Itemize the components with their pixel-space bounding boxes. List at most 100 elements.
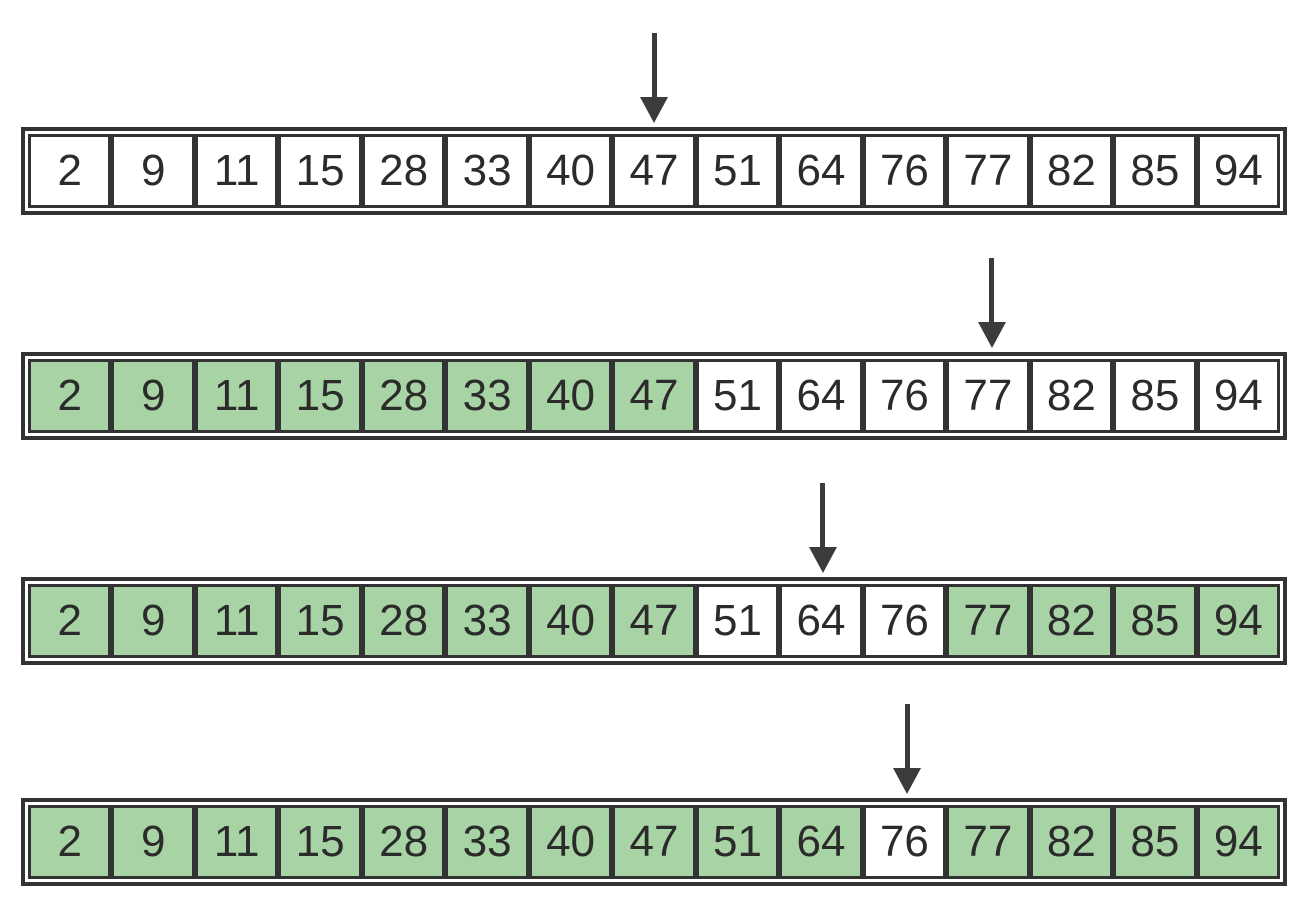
cell-value: 51: [713, 596, 762, 645]
array-cell: 76: [862, 805, 947, 879]
arrow-shaft: [651, 33, 657, 97]
cell-value: 82: [1046, 371, 1096, 420]
arrow-shaft: [989, 258, 995, 322]
array-cell: 82: [1029, 134, 1114, 208]
array-cell: 2: [28, 134, 112, 208]
array-cell: 40: [528, 134, 613, 208]
arrow-head-icon: [977, 322, 1006, 348]
arrow-head-icon: [893, 768, 922, 794]
cell-value: 77: [963, 371, 1013, 420]
array-cell: 15: [278, 805, 362, 879]
cell-value: 28: [379, 596, 429, 645]
cell-value: 82: [1046, 817, 1096, 866]
array-cell: 33: [445, 359, 529, 433]
arrow-shaft: [820, 483, 826, 547]
cell-value: 77: [963, 817, 1013, 866]
cell-value: 64: [796, 596, 846, 645]
cell-value: 11: [213, 596, 260, 645]
cell-value: 51: [713, 817, 762, 866]
pointer-arrow: [893, 704, 922, 794]
array-cell: 85: [1113, 584, 1197, 658]
array-cell: 11: [194, 584, 279, 658]
cell-value: 47: [629, 371, 679, 420]
array-cell: 82: [1029, 584, 1114, 658]
array-cell: 33: [445, 805, 529, 879]
cell-value: 85: [1130, 371, 1180, 420]
cell-value: 15: [295, 371, 345, 420]
array-cell: 64: [779, 134, 863, 208]
array-cell: 40: [528, 584, 613, 658]
cell-value: 77: [963, 596, 1013, 645]
pointer-arrow: [640, 33, 668, 123]
array-cell: 77: [946, 134, 1030, 208]
cell-value: 47: [629, 817, 679, 866]
array-cell: 94: [1196, 134, 1281, 208]
array-cell: 15: [278, 134, 362, 208]
arrow-head-icon: [808, 547, 837, 573]
cell-value: 82: [1046, 146, 1096, 195]
cell-value: 11: [213, 146, 260, 195]
cell-value: 2: [57, 371, 82, 420]
pointer-arrow: [977, 258, 1006, 348]
array-cell: 47: [612, 805, 696, 879]
array-cell: 28: [361, 359, 446, 433]
array-cell: 15: [278, 584, 362, 658]
array-cell: 9: [111, 584, 195, 658]
cell-value: 47: [629, 596, 679, 645]
array-cell: 9: [111, 359, 195, 433]
cell-value: 9: [140, 371, 166, 420]
array-cell: 51: [695, 805, 780, 879]
cell-value: 11: [213, 371, 260, 420]
cell-value: 94: [1213, 596, 1263, 645]
array-cell: 33: [445, 134, 529, 208]
cell-value: 94: [1213, 817, 1263, 866]
array-cell: 82: [1029, 805, 1114, 879]
cell-value: 51: [713, 146, 762, 195]
cell-value: 2: [57, 596, 82, 645]
array-cell: 2: [28, 359, 112, 433]
cell-value: 9: [140, 146, 166, 195]
cell-value: 40: [546, 146, 596, 195]
array-cell: 76: [862, 134, 947, 208]
array-cell: 51: [695, 359, 780, 433]
array-cell: 9: [111, 134, 195, 208]
cell-value: 82: [1046, 596, 1096, 645]
cell-value: 15: [295, 817, 345, 866]
array-cell: 11: [194, 805, 279, 879]
pointer-arrow: [808, 483, 837, 573]
array-cell: 85: [1113, 359, 1197, 433]
cell-value: 9: [140, 596, 166, 645]
cell-value: 33: [462, 817, 512, 866]
array-cell: 76: [862, 359, 947, 433]
cell-value: 64: [796, 371, 846, 420]
cell-value: 85: [1130, 596, 1180, 645]
array-cell: 77: [946, 584, 1030, 658]
cell-value: 28: [379, 371, 429, 420]
array-cell: 9: [111, 805, 195, 879]
array-cell: 28: [361, 584, 446, 658]
array-cell: 40: [528, 805, 613, 879]
array-cell: 77: [946, 805, 1030, 879]
cell-value: 76: [879, 371, 929, 420]
array-cell: 94: [1196, 359, 1281, 433]
array-cell: 64: [779, 805, 863, 879]
array-cell: 76: [862, 584, 947, 658]
array-cell: 11: [194, 359, 279, 433]
cell-value: 64: [796, 146, 846, 195]
cell-value: 85: [1130, 146, 1180, 195]
array-cell: 2: [28, 805, 112, 879]
cell-value: 85: [1130, 817, 1180, 866]
array-cell: 15: [278, 359, 362, 433]
cell-value: 33: [462, 146, 512, 195]
cell-value: 2: [57, 817, 82, 866]
arrow-head-icon: [640, 97, 668, 123]
cell-value: 94: [1213, 371, 1263, 420]
array-cell: 51: [695, 584, 780, 658]
cell-value: 40: [546, 596, 596, 645]
